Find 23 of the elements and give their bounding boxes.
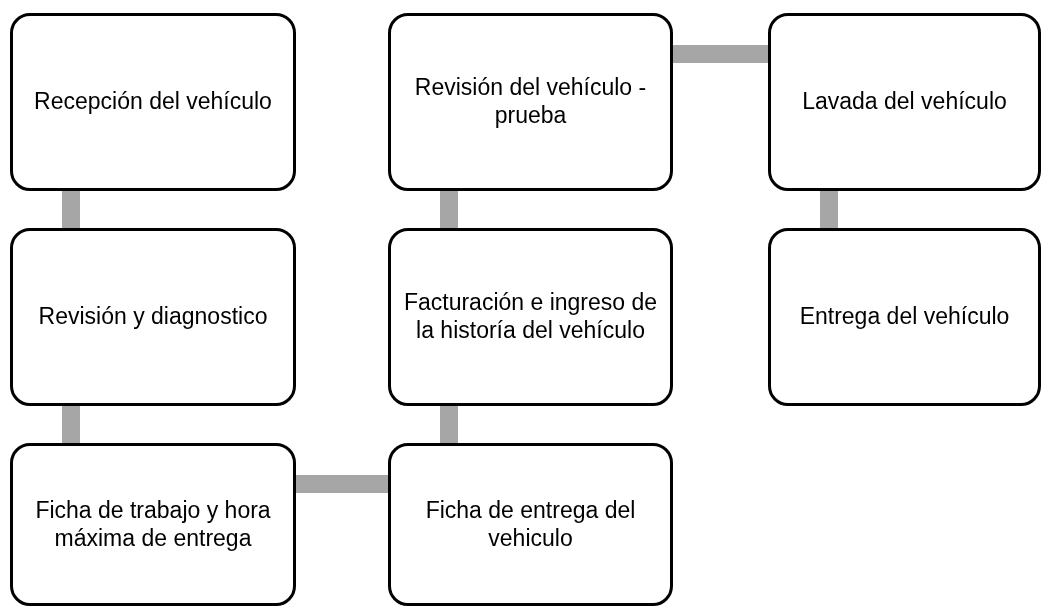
process-box: [768, 13, 1041, 191]
step-label: Recepción del vehículo: [34, 88, 272, 116]
connector: [820, 191, 838, 228]
process-box: [768, 228, 1041, 406]
step-label: Revisión y diagnostico: [38, 303, 268, 331]
step-label: Entrega del vehículo: [799, 303, 1010, 331]
connector: [673, 45, 768, 63]
process-box: [10, 13, 296, 191]
connector: [440, 406, 458, 443]
connector: [296, 475, 388, 493]
process-box: [388, 13, 673, 191]
connector: [62, 406, 80, 443]
process-box: [10, 228, 296, 406]
step-label: Lavada del vehículo: [802, 88, 1007, 116]
step-label: Ficha de trabajo y hora máxima de entrega: [34, 496, 272, 553]
connector: [62, 191, 80, 228]
process-box: [388, 228, 673, 406]
process-box: [10, 443, 296, 606]
connector: [440, 191, 458, 228]
step-label: Ficha de entrega del vehiculo: [424, 496, 637, 553]
step-label: Revisión del vehículo - prueba: [413, 74, 648, 130]
process-box: [388, 443, 673, 606]
step-label: Facturación e ingreso de la historía del vehículo: [402, 289, 659, 345]
